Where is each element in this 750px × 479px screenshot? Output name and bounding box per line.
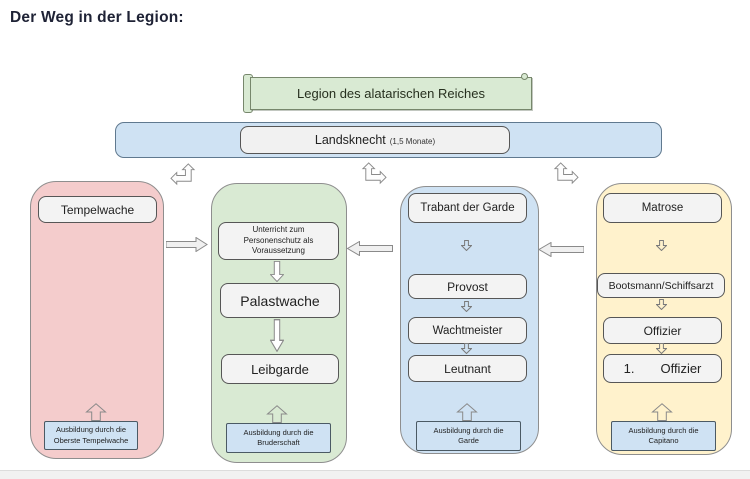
up-arrow-icon	[651, 403, 673, 421]
down-arrow-icon	[270, 261, 284, 282]
legion-banner: Legion des alatarischen Reiches	[250, 77, 532, 110]
page-edge-divider	[0, 470, 750, 479]
right-arrow-icon	[166, 237, 208, 252]
training-box-bruderschaft: Ausbildung durch die Bruderschaft	[226, 423, 331, 453]
up-arrow-icon	[266, 405, 288, 423]
small-down-arrow-icon	[461, 240, 472, 251]
landsknecht-box: Landsknecht (1,5 Monate)	[240, 126, 510, 154]
left-arrow-icon	[346, 241, 393, 256]
training-box-garde: Ausbildung durch die Garde	[416, 421, 521, 451]
small-down-arrow-icon	[461, 301, 472, 312]
training-box-capitano: Ausbildung durch die Capitano	[611, 421, 716, 451]
bent-arrow-up-right-icon	[361, 162, 387, 185]
rank-box-provost: Provost	[408, 274, 527, 299]
rank-box-leutnant: Leutnant	[408, 355, 527, 382]
up-arrow-icon	[85, 403, 107, 421]
training-box-tempelwache: Ausbildung durch die Oberste Tempelwache	[44, 421, 138, 450]
small-down-arrow-icon	[461, 343, 472, 354]
rank-box-erster-offizier: 1. Offizier	[603, 354, 722, 383]
small-down-arrow-icon	[656, 240, 667, 251]
legion-banner-label: Legion des alatarischen Reiches	[297, 86, 485, 101]
rank-box-trabant: Trabant der Garde	[408, 193, 527, 223]
rank-box-offizier: Offizier	[603, 317, 722, 344]
bent-arrow-up-left-icon	[170, 163, 196, 186]
rank-box-palastwache: Palastwache	[220, 283, 340, 318]
rank-box-tempelwache: Tempelwache	[38, 196, 157, 223]
rank-box-wachtmeister: Wachtmeister	[408, 317, 527, 344]
prerequisite-box: Unterricht zum Personenschutz als Voraus…	[218, 222, 339, 260]
column-tempelwache	[30, 181, 164, 459]
rank-box-bootsmann: Bootsmann/Schiffsarzt	[597, 273, 725, 298]
landsknecht-label: Landsknecht	[314, 133, 386, 147]
landsknecht-duration: (1,5 Monate)	[389, 136, 436, 146]
page-title: Der Weg in der Legion:	[10, 9, 184, 26]
rank-box-matrose: Matrose	[603, 193, 722, 223]
down-arrow-icon	[270, 319, 284, 352]
rank-title: Offizier	[660, 361, 702, 376]
rank-number: 1.	[623, 361, 635, 376]
left-arrow-icon	[538, 242, 584, 257]
rank-box-leibgarde: Leibgarde	[221, 354, 339, 384]
small-down-arrow-icon	[656, 299, 667, 310]
up-arrow-icon	[456, 403, 478, 421]
scroll-knob	[521, 73, 528, 80]
bent-arrow-up-right-icon	[553, 162, 579, 185]
small-down-arrow-icon	[656, 343, 667, 354]
